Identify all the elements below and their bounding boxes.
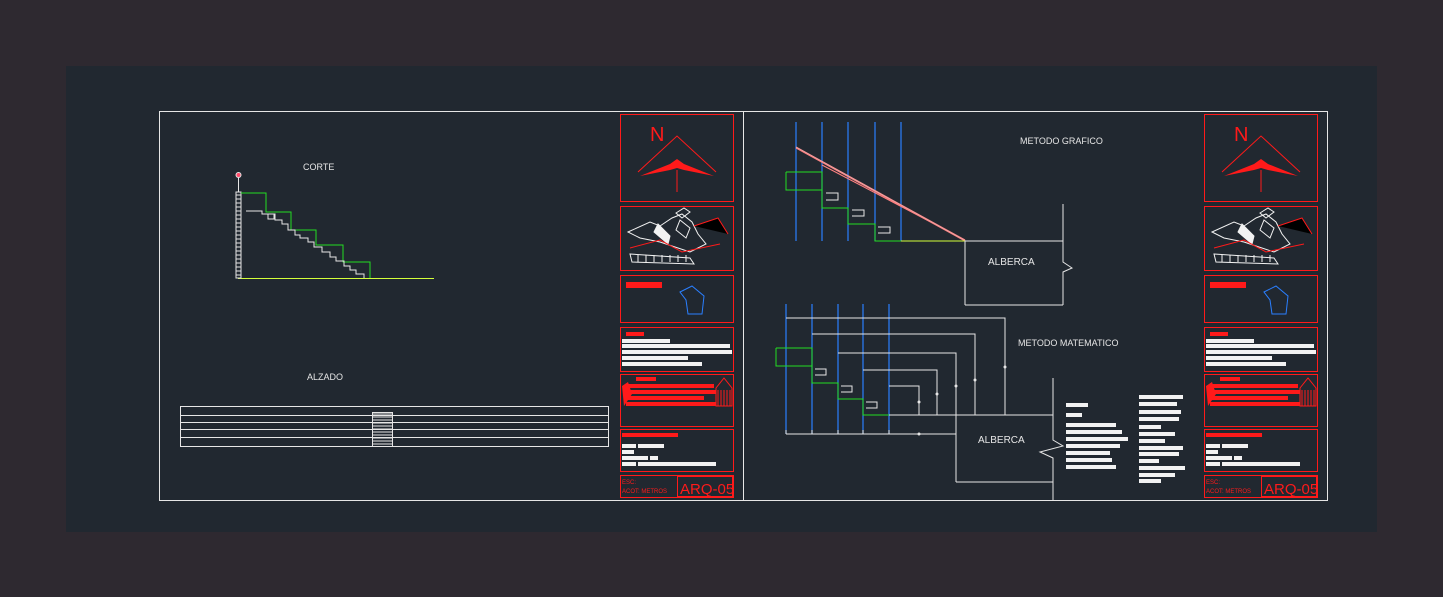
sheet-code-left: ARQ-05: [680, 481, 734, 498]
title-block-left: [620, 114, 734, 498]
math-method-drawing: [775, 304, 1065, 500]
notes-column-1: [1066, 403, 1128, 469]
units-label-left: ACOT: METROS: [622, 489, 667, 495]
title-block-right: [1204, 114, 1318, 498]
graphic-method-drawing: [785, 122, 1074, 306]
pool-label-bottom: ALBERCA: [978, 435, 1025, 446]
units-label-right: ACOT: METROS: [1206, 489, 1251, 495]
north-arrow-label-right: N: [1234, 124, 1248, 146]
notes-column-2: [1139, 395, 1185, 483]
scale-label-left: ESC:: [622, 480, 636, 486]
math-method-title: METODO MATEMATICO: [1018, 338, 1119, 348]
scale-label-right: ESC:: [1206, 480, 1220, 486]
section-drawing: [235, 172, 434, 279]
elevation-drawing: [180, 406, 609, 447]
north-arrow-label-left: N: [650, 124, 664, 146]
elevation-title: ALZADO: [307, 372, 343, 382]
pool-label-top: ALBERCA: [988, 257, 1035, 268]
sheet-code-right: ARQ-05: [1264, 481, 1318, 498]
graphic-method-title: METODO GRAFICO: [1020, 136, 1103, 146]
section-title: CORTE: [303, 162, 334, 172]
